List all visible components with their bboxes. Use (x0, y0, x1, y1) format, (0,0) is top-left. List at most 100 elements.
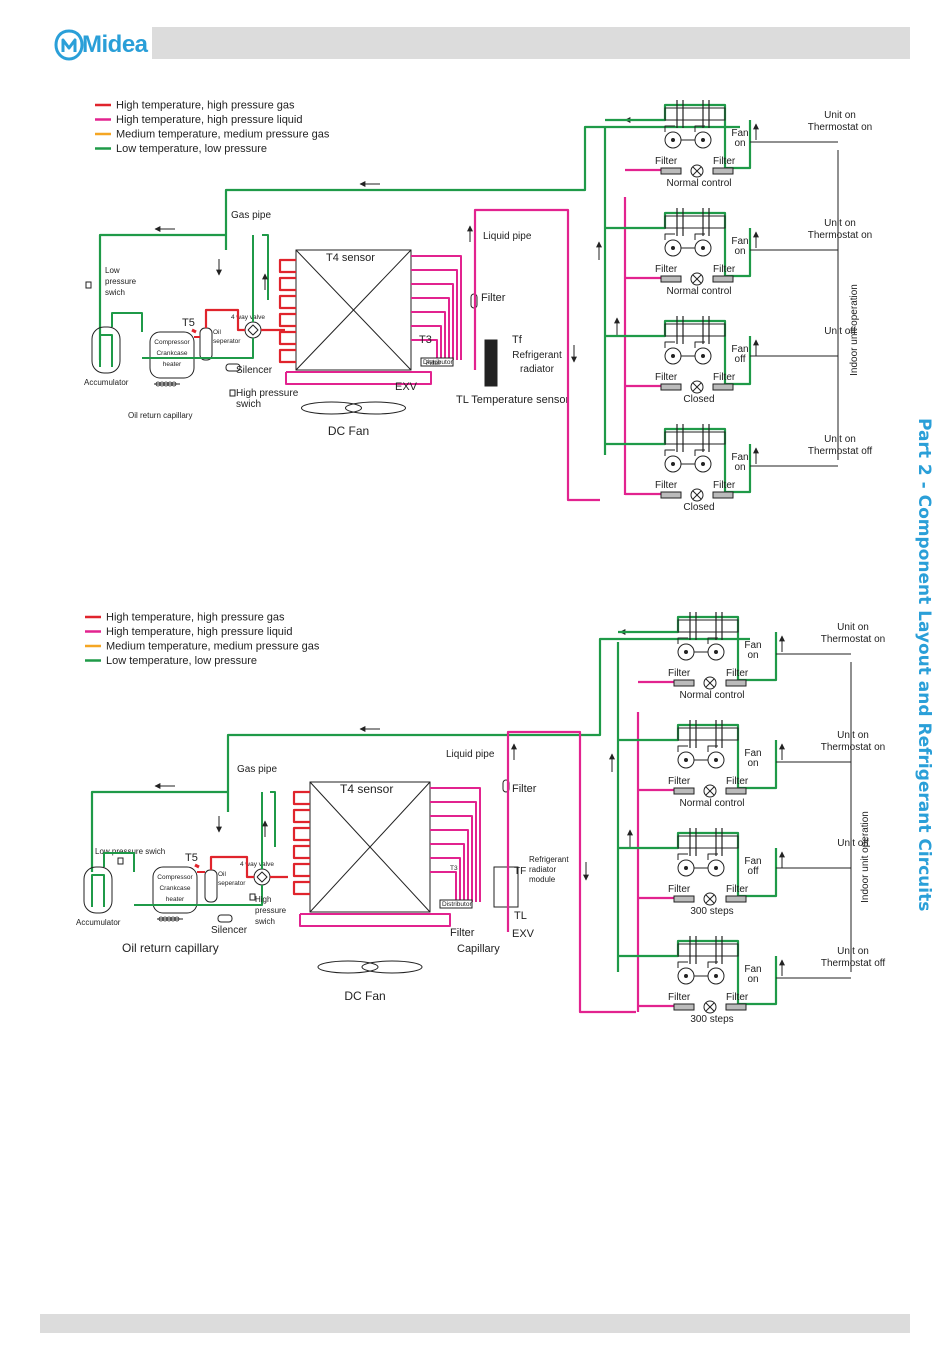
coil-box (664, 431, 726, 445)
condenser-hot-gas-tube (278, 258, 296, 274)
control-state: Normal control (679, 690, 744, 701)
legend-entry: Low temperature, low pressure (106, 655, 257, 667)
gas-pipe-main (226, 637, 750, 812)
valve-x (705, 678, 715, 688)
legend-entry: Medium temperature, medium pressure gas (106, 641, 320, 653)
blower-duct (664, 341, 675, 348)
condenser-liquid-tube (430, 829, 469, 902)
blower-hub (714, 758, 718, 762)
coil-box (677, 835, 739, 849)
distributor-label: Distributor (423, 359, 453, 366)
accumulator-tank (83, 866, 113, 914)
unit-status: Unit on (824, 110, 856, 121)
footer-bar (40, 1314, 910, 1333)
blower-duct (694, 341, 705, 348)
filter-label: Filter (426, 360, 441, 367)
filter-label: Filter (481, 292, 506, 304)
fan-state: Fan (731, 236, 748, 247)
legend-entry: Low temperature, low pressure (116, 143, 267, 155)
blower-hub (671, 354, 675, 358)
filter-icon (673, 1003, 695, 1011)
legend-entry: Medium temperature, medium pressure gas (116, 129, 330, 141)
filter-icon (660, 491, 682, 499)
condenser-hot-gas-tube (278, 348, 296, 364)
oil-separator-label: Oil (213, 329, 222, 336)
oil-return-label: Oil return capillary (128, 411, 192, 420)
valve-mark (256, 871, 268, 883)
capillary-coil (171, 381, 177, 387)
valve-return (142, 338, 254, 359)
t3-sensor-label: T3 (450, 865, 458, 872)
liquid-pipe-label: Liquid pipe (483, 231, 532, 242)
header-bar (152, 27, 910, 59)
accumulator-tank (91, 326, 121, 374)
subcooler-loop (299, 913, 451, 927)
filter-label: Filter (655, 480, 678, 491)
diagram-2: High temperature, high pressure gasHigh … (76, 612, 885, 1026)
blower-duct (677, 745, 688, 752)
filter-icon (673, 787, 695, 795)
valve-mark (247, 324, 259, 336)
capillary-coil (174, 916, 180, 922)
silencer-label: Silencer (236, 365, 273, 376)
compressor-body (152, 866, 198, 914)
compressor-label: Crankcase (159, 885, 190, 892)
liquid-pipe-main (506, 730, 636, 1014)
condenser-liquid-tube (430, 871, 457, 902)
condenser-hot-gas-tube (278, 312, 296, 328)
fan-state: Fan (731, 452, 748, 463)
blower-hub (714, 866, 718, 870)
expansion-valve-icon (690, 488, 704, 502)
filter-icon (660, 383, 682, 391)
low-pressure-switch-label: Low pressure swich (95, 847, 165, 856)
filter-label: Filter (655, 156, 678, 167)
unit-status: Thermostat off (821, 958, 886, 969)
exv-label: EXV (512, 928, 535, 940)
condenser-hot-gas-tube (278, 294, 296, 310)
filter-icon (725, 787, 747, 795)
logo-text: Midea (82, 31, 148, 58)
blower-duct (694, 125, 705, 132)
condenser-liquid-tube (411, 339, 438, 360)
fan-state: on (734, 462, 745, 473)
filter-label: Filter (512, 783, 537, 795)
valve-upper-loop (270, 791, 276, 847)
filter-icon (725, 1003, 747, 1011)
fan-state: on (747, 974, 758, 985)
filter-label: Filter (726, 776, 749, 787)
oil-separator-label: seperator (213, 338, 241, 345)
coil-cross (295, 249, 412, 371)
tl-sensor-label: TL Temperature sensor (456, 394, 569, 406)
filter-icon (712, 167, 734, 175)
accumulator-label: Accumulator (84, 378, 129, 387)
t3-sensor-label: T3 (419, 334, 432, 346)
valve-x (692, 274, 702, 284)
oil-separator (199, 327, 213, 361)
legend-entry: High temperature, high pressure gas (116, 100, 295, 112)
valve-upper-loop (262, 234, 269, 300)
subcooler-loop (285, 371, 432, 385)
dc-fan-blade (345, 401, 406, 415)
tl-sensor-label: TL (514, 910, 527, 922)
condenser-hot-gas-tube (292, 880, 310, 896)
blower-hub (701, 138, 705, 142)
pressure-switch-icon (117, 857, 124, 865)
blower-hub (701, 246, 705, 250)
blower-duct (707, 637, 718, 644)
tf-sensor-label: TF (514, 866, 526, 877)
brand-logo: Midea (54, 28, 148, 62)
filter-label: Filter (668, 776, 691, 787)
radiator-label: radiator (520, 364, 555, 375)
dc-fan-label: DC Fan (328, 424, 369, 438)
suction-pipe (98, 233, 226, 360)
refrigerant-module-label: Refrigerant (529, 855, 569, 864)
condenser-hot-gas-tube (278, 330, 296, 346)
blower-hub (701, 354, 705, 358)
fan-state: Fan (731, 344, 748, 355)
expansion-valve-icon (690, 272, 704, 286)
control-state: Closed (683, 394, 714, 405)
expansion-valve-icon (703, 676, 717, 690)
fan-state: on (747, 758, 758, 769)
